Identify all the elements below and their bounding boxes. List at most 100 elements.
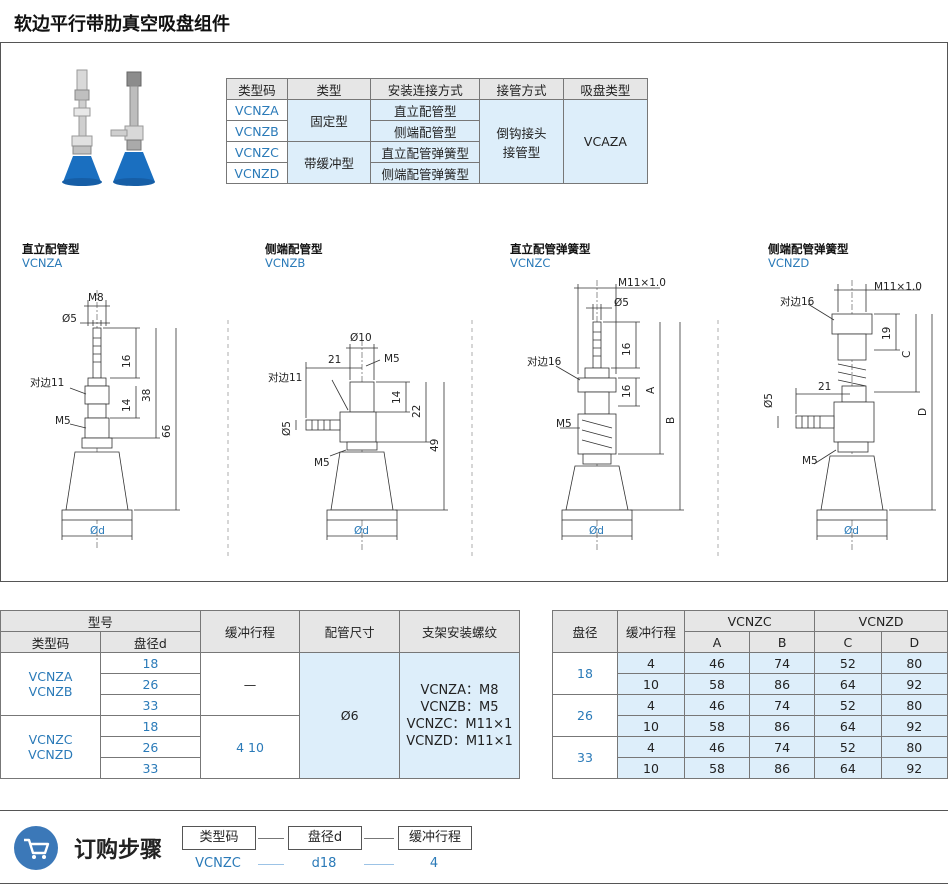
dim-label: Ø5 [281,421,293,436]
value-cell: 46 [683,736,751,758]
header-c: C [814,631,882,653]
table-row: 18 4 46 74 52 80 [552,652,949,695]
code-line: VCNZD [28,747,73,762]
value-cell: 52 [814,694,882,716]
dim-label: M5 [556,418,572,430]
table-row: 26 4 46 74 52 80 [552,694,949,737]
diameter-cell: 26 [100,673,201,695]
stroke-cell: 4 [617,694,685,716]
value-cell: 58 [683,715,751,737]
diameter-cell: 26 [552,694,618,737]
value-cell: 92 [880,715,949,737]
header-diameter: 盘径 [552,610,618,653]
order-step: 盘径d [288,826,362,850]
diameter-cell: 33 [100,694,201,716]
value-cell: 46 [683,694,751,716]
example-connector [258,864,284,865]
diameter-cell: 18 [100,715,201,737]
code-group-cell: VCNZA VCNZB [0,652,102,716]
dim-label: M11×1.0 [618,277,666,289]
header-connection: 接管方式 [479,78,564,100]
drawing-vcnzc [555,280,684,550]
value-cell: 80 [880,652,949,674]
dim-label: 21 [818,381,831,393]
dim-label: 16 [621,342,633,356]
code-line: VCNZB [28,684,73,699]
value-cell: 58 [683,757,751,779]
header-vcnzc: VCNZC [683,610,816,632]
order-section [0,810,948,884]
header-thread: 支架安装螺纹 [398,610,521,653]
example-connector [364,864,394,865]
dim-label: M5 [314,457,330,469]
value-cell: 58 [683,673,751,695]
mounting-cell: 直立配管型 [370,99,481,121]
thread-line: VCNZC：M11×1 [406,716,513,732]
drawing-code: VCNZA [22,256,63,270]
value-cell: 86 [749,757,816,779]
value-cell: 52 [814,652,882,674]
dim-label: 16 [621,384,633,398]
value-cell: 86 [749,673,816,695]
dim-label: 22 [411,405,423,418]
mounting-cell: 侧端配管弹簧型 [370,162,481,184]
drawing-label: 直立配管型 [22,242,80,256]
connection-cell: 倒钩接头 接管型 [479,99,564,184]
dim-label: M5 [802,455,818,467]
dim-label: 21 [328,354,341,366]
value-cell: 46 [683,652,751,674]
technical-drawings: M8 Ø5 16 对边11 14 38 66 M5 Ød Ø10 21 [30,277,936,560]
dim-label: Ød [589,525,604,537]
code-cell: VCNZA [226,99,288,121]
code-group-cell: VCNZC VCNZD [0,715,102,779]
thread-line: VCNZD：M11×1 [406,733,513,749]
drawing-label: 侧端配管弹簧型 [768,242,849,256]
drawing-vcnzd [777,280,936,550]
thread-line: VCNZA：M8 [420,682,499,698]
drawing-code: VCNZC [510,256,551,270]
stroke-cell: — [199,652,301,716]
value-cell: 92 [880,757,949,779]
value-cell: 86 [749,715,816,737]
pad-type-cell: VCAZA [562,99,649,184]
dim-label: C [901,351,913,358]
value-cell: 64 [814,673,882,695]
connection-line: 接管型 [502,144,541,160]
code-cell: VCNZC [226,141,288,163]
header-type-code: 类型码 [0,631,102,653]
drawing-vcnza [61,290,180,550]
code-cell: VCNZD [226,162,288,184]
diameter-cell: 26 [100,736,201,758]
step-connector [258,838,284,839]
cart-icon [14,826,58,870]
dim-label: 对边11 [30,376,64,389]
value-cell: 74 [749,694,816,716]
code-cell: VCNZB [226,120,288,142]
dim-label: 38 [141,389,153,402]
pipe-size-cell: Ø6 [299,652,400,779]
dim-label: 对边16 [780,295,815,308]
dim-label: 66 [161,424,173,438]
header-d: D [880,631,949,653]
header-pad-type: 吸盘类型 [562,78,649,100]
diameter-cell: 18 [552,652,618,695]
value-cell: 74 [749,652,816,674]
dim-label: Ø5 [62,313,77,325]
code-line: VCNZC [28,732,73,747]
header-diameter: 盘径d [100,631,201,653]
value-cell: 64 [814,757,882,779]
value-cell: 52 [814,736,882,758]
value-cell: 80 [880,736,949,758]
header-vcnzd: VCNZD [814,610,948,632]
value-cell: 74 [749,736,816,758]
order-step: 类型码 [182,826,256,850]
dim-label: 14 [121,398,133,412]
dim-label: Ø10 [350,332,372,344]
mounting-cell: 直立配管弹簧型 [370,141,481,163]
diameter-cell: 33 [100,757,201,779]
dim-label: Ø5 [614,297,629,309]
step-connector [364,838,394,839]
stroke-cell: 10 [617,673,685,695]
type-cell: 固定型 [286,99,372,142]
header-b: B [749,631,816,653]
